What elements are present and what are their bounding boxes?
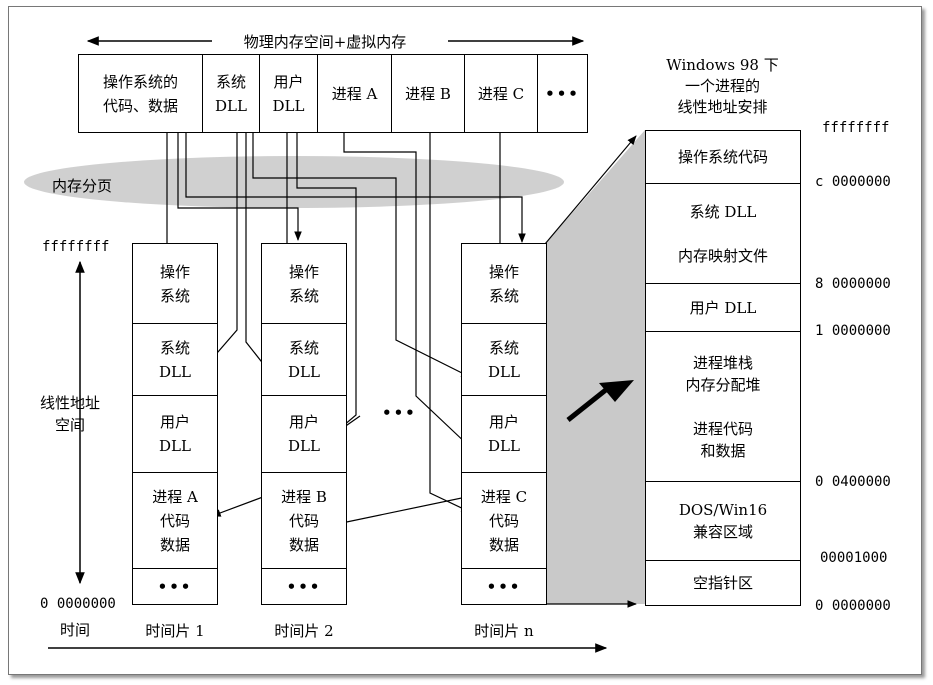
axis-top-value: ffffffff xyxy=(42,239,110,255)
column-cell: ••• xyxy=(286,577,322,596)
time-label: 时间 xyxy=(60,621,91,639)
memory-bar-cell: 进程 A xyxy=(318,55,392,132)
column-cell: 系统 DLL xyxy=(262,324,346,396)
memory-bar-cell: 系统 DLL xyxy=(203,55,260,132)
big-arrow-icon xyxy=(566,380,634,422)
projection-arrow-top xyxy=(544,135,637,245)
win98-address: 8 0000000 xyxy=(815,276,891,292)
axis-label: 线性地址 空间 xyxy=(39,394,100,434)
column-cell: 系统 DLL xyxy=(462,324,546,396)
win98-section: 空指针区 xyxy=(692,574,753,592)
time-slice-label-n: 时间片 n xyxy=(474,622,534,640)
win98-title: Windows 98 下 一个进程的 线性地址安排 xyxy=(666,56,779,116)
column-cell: 操作 系统 xyxy=(462,244,546,324)
column-cell: 操作 系统 xyxy=(133,244,217,324)
win98-section: DOS/Win16 兼容区域 xyxy=(646,482,800,561)
column-cell: 用户 DLL xyxy=(462,396,546,473)
paging-ellipse xyxy=(24,156,564,208)
between-columns-dots: ••• xyxy=(382,404,417,422)
win98-address: ffffffff xyxy=(822,120,890,136)
win98-section: 系统 DLL 内存映射文件 xyxy=(646,184,800,284)
win98-address: 00001000 xyxy=(820,550,888,566)
column-cell: ••• xyxy=(486,577,522,596)
win98-address: c 0000000 xyxy=(815,174,891,190)
column-cell: 操作 系统 xyxy=(262,244,346,324)
win98-address: 1 0000000 xyxy=(815,323,891,339)
win98-section: 进程堆栈 内存分配堆 进程代码 和数据 xyxy=(646,332,800,482)
memory-bar-cell: 操作系统的 代码、数据 xyxy=(79,55,203,132)
win98-section: 用户 DLL xyxy=(646,284,800,332)
axis-bottom-value: 0 0000000 xyxy=(40,596,116,612)
column-cell: 系统 DLL xyxy=(133,324,217,396)
column-cell: 进程 A 代码 数据 xyxy=(133,473,217,569)
top-bar-title: 物理内存空间+虚拟内存 xyxy=(243,33,407,51)
memory-bar-cell: 进程 C xyxy=(465,55,538,132)
memory-bar-cell: 进程 B xyxy=(392,55,465,132)
win98-address: 0 0000000 xyxy=(815,598,891,614)
win98-address: 0 0400000 xyxy=(815,474,891,490)
projection-shade xyxy=(545,130,645,604)
column-cell: 进程 C 代码 数据 xyxy=(462,473,546,569)
memory-bar-cell: 用户 DLL xyxy=(260,55,318,132)
memory-bar-cell: ••• xyxy=(545,84,580,103)
win98-section: 操作系统代码 xyxy=(646,131,800,184)
time-slice-label-2: 时间片 2 xyxy=(274,622,334,640)
time-slice-label-1: 时间片 1 xyxy=(145,622,205,640)
paging-label: 内存分页 xyxy=(52,177,113,195)
column-cell: 进程 B 代码 数据 xyxy=(262,473,346,569)
column-cell: 用户 DLL xyxy=(262,396,346,473)
column-cell: 用户 DLL xyxy=(133,396,217,473)
column-cell: ••• xyxy=(157,577,193,596)
